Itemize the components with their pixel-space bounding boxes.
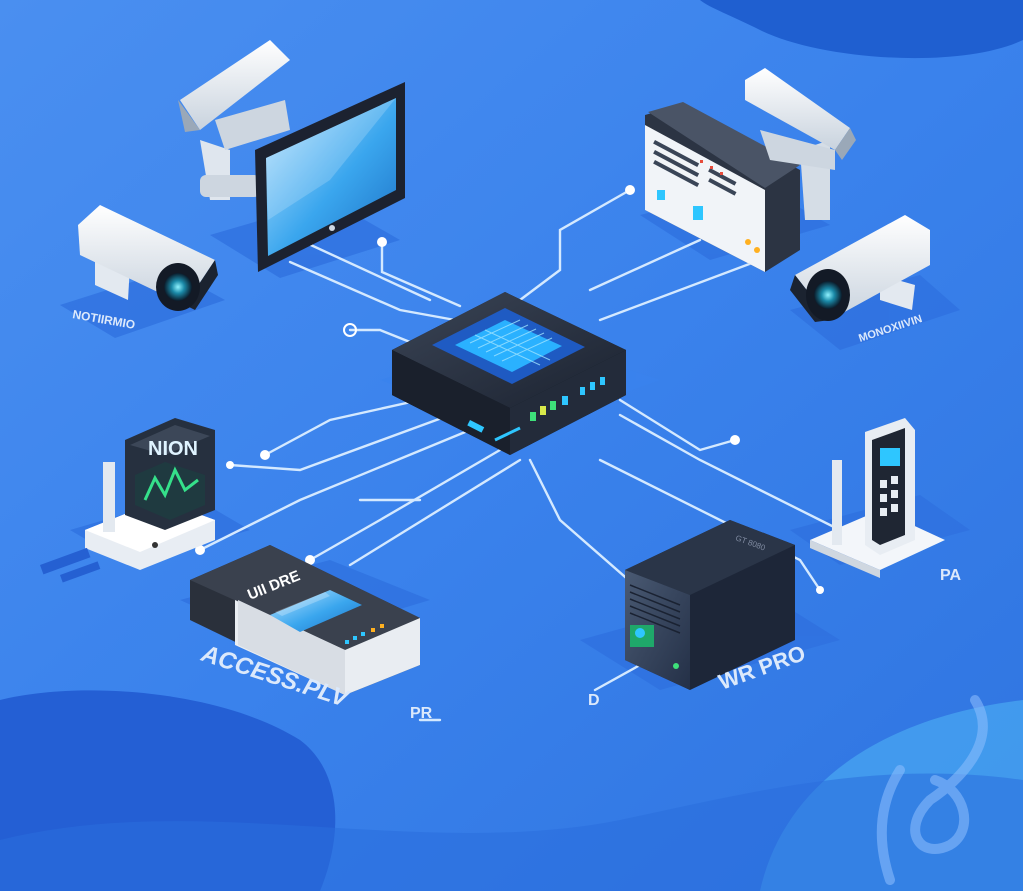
small-tag-left: [40, 547, 101, 583]
nvr-sub-caption: D: [588, 692, 600, 709]
cctv-camera-icon: [745, 68, 856, 220]
bg-blob-top: [700, 0, 1023, 59]
keypad-icon: PA: [810, 418, 961, 584]
brand-mark-icon: [876, 695, 988, 885]
gateway-icon: NION: [85, 418, 215, 570]
bg-wave: [0, 773, 1023, 891]
nvr-icon: GT 8080 WR PRO D: [588, 520, 809, 709]
control-panel-icon: [645, 102, 800, 272]
access-sub-caption: PR: [410, 705, 433, 722]
cctv-camera-icon: [178, 40, 290, 200]
gateway-screen-label: NION: [148, 438, 198, 460]
hub-leds: [467, 377, 605, 433]
hub-icon: [392, 292, 626, 455]
monitor-icon: [255, 82, 405, 272]
keypad-caption: PA: [940, 567, 961, 584]
